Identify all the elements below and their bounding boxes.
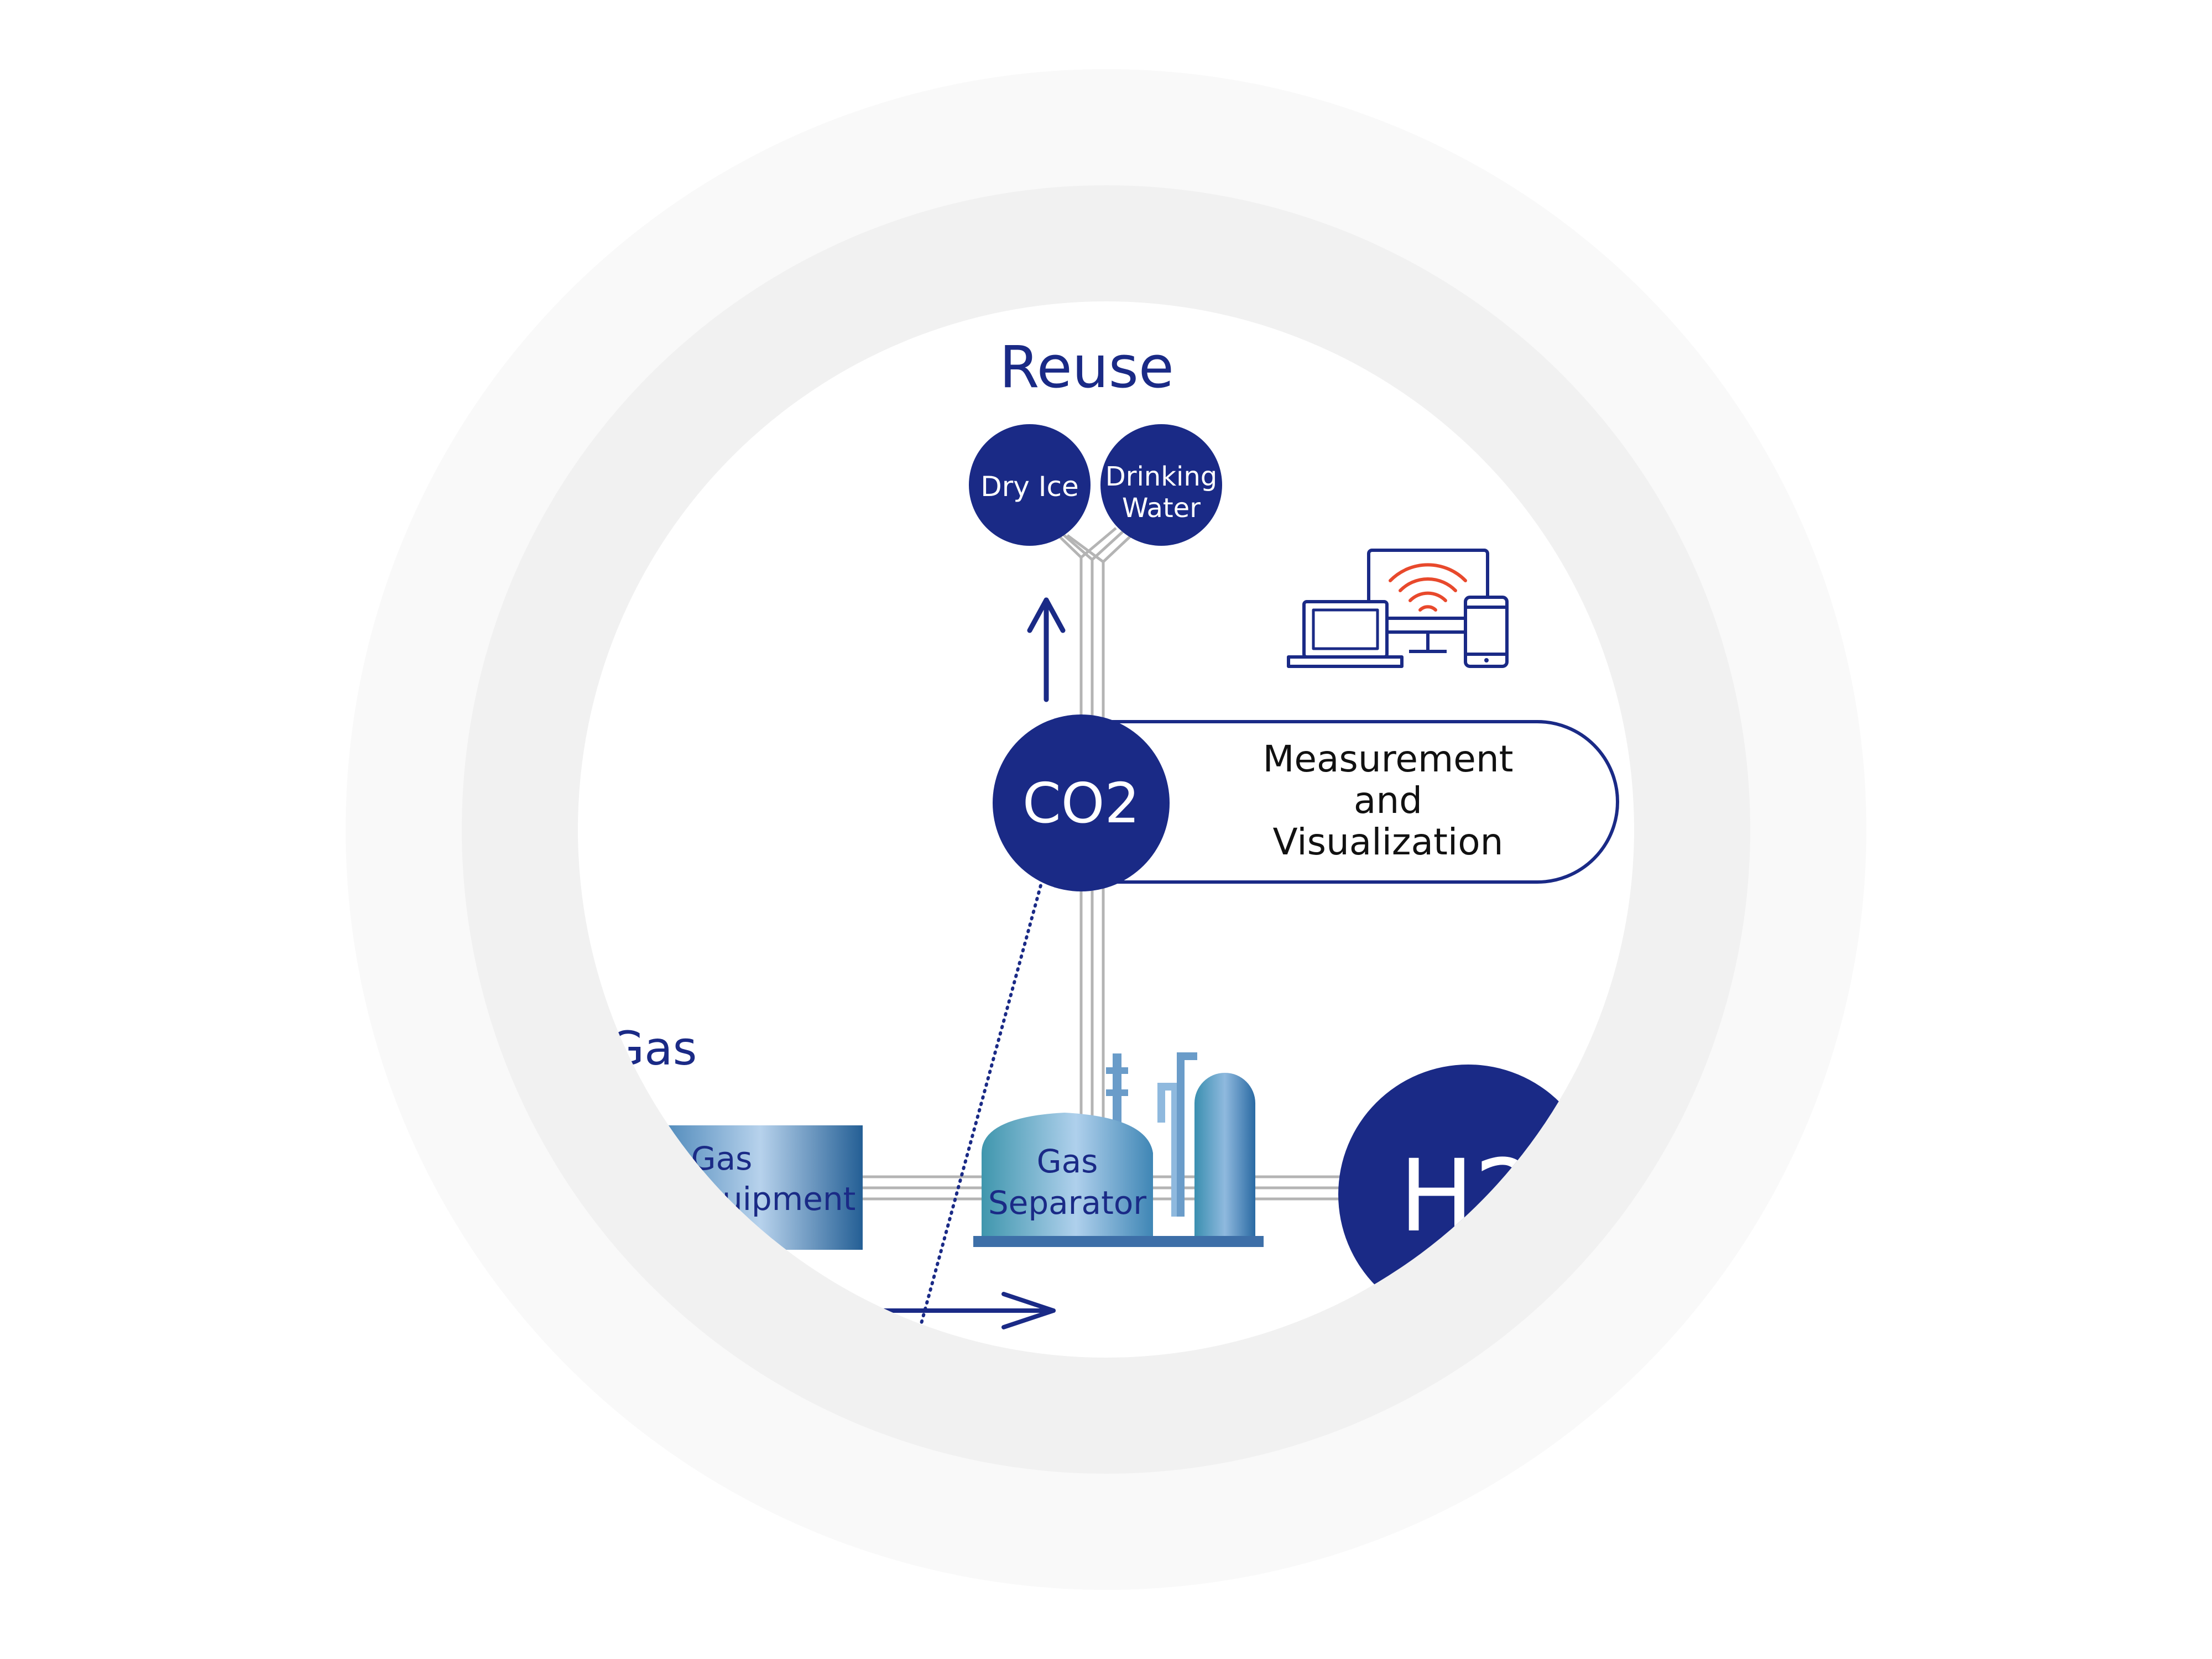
smartphone-icon	[1464, 596, 1509, 668]
dry-ice-label: Dry Ice	[980, 471, 1079, 503]
co2-node: CO2	[993, 714, 1170, 891]
measurement-visualization-box: Measurement and Visualization	[1110, 720, 1619, 884]
drinking-water-label-1: Drinking	[1105, 461, 1217, 492]
co2-label: CO2	[1022, 771, 1140, 836]
measurement-label-3: Visualization	[1273, 821, 1504, 863]
dotted-connector	[908, 878, 1044, 1358]
wifi-icon	[1389, 563, 1467, 612]
measurement-label-1: Measurement	[1262, 738, 1513, 780]
measurement-label-2: and	[1354, 779, 1422, 822]
laptop-icon	[1287, 600, 1404, 668]
drinking-water-node: Drinking Water	[1100, 424, 1222, 546]
arrow-right-icon	[872, 1292, 1056, 1329]
drinking-water-label-2: Water	[1122, 493, 1201, 524]
reuse-heading: Reuse	[999, 333, 1174, 401]
arrow-up-icon	[1027, 597, 1066, 702]
devices-icon	[1287, 549, 1509, 668]
gas-separator-label-2: Separator	[988, 1184, 1146, 1222]
gas-separator-label-1: Gas	[1037, 1142, 1098, 1180]
dry-ice-node: Dry Ice	[969, 424, 1091, 546]
gas-separator: Gas Separator	[973, 1052, 1264, 1247]
